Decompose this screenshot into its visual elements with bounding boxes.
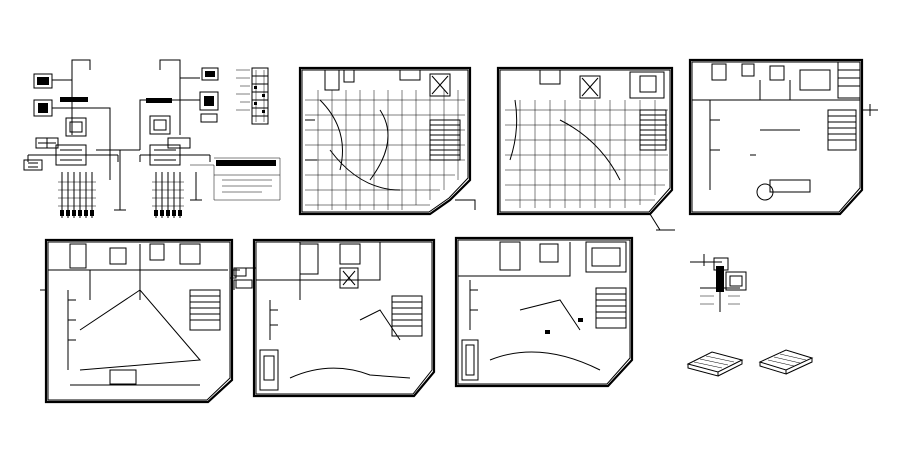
floor-plan-f: [454, 236, 634, 388]
floor-plan-c: [688, 58, 878, 216]
floor-plan-b: [496, 66, 675, 231]
wiring-schematic-2: [139, 59, 281, 218]
floor-plan-d: [40, 238, 240, 404]
isometric-fixture-1: [686, 351, 744, 377]
isometric-fixture-2: [758, 349, 814, 375]
floor-plan-a: [298, 66, 476, 216]
legend-column: [236, 67, 269, 125]
floor-plan-e: [230, 238, 436, 398]
wiring-schematic-1: [23, 59, 140, 218]
section-detail: [690, 254, 747, 312]
